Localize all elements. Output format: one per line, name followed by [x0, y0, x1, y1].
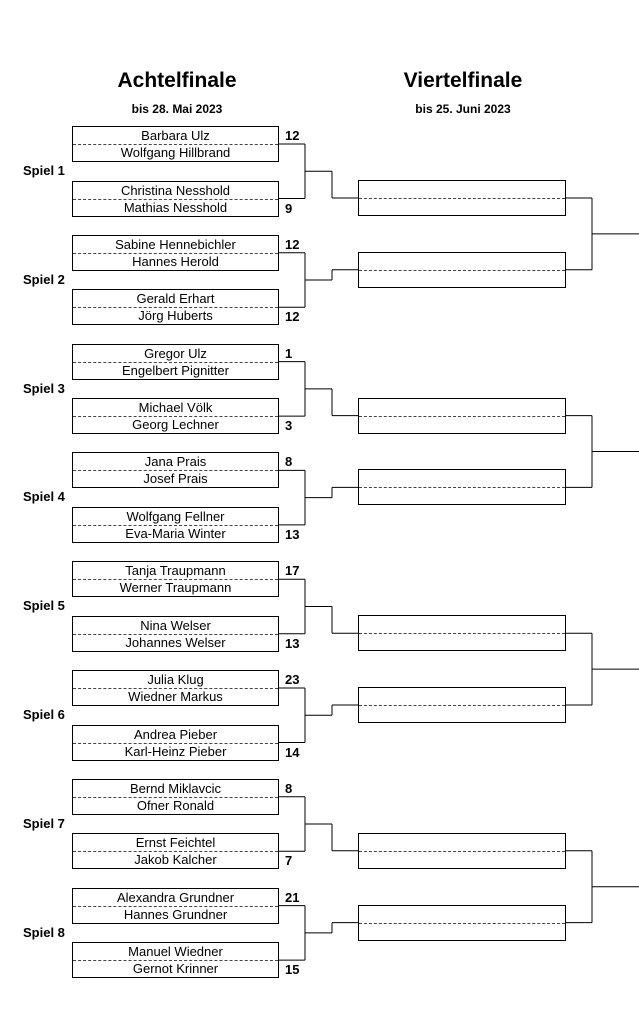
score: 13: [285, 526, 300, 542]
score: 8: [285, 454, 293, 470]
score: 1: [285, 345, 293, 361]
match-label: Spiel 1: [23, 163, 65, 178]
score: 15: [285, 962, 300, 978]
score: 8: [285, 780, 293, 796]
player-name: Mathias Nesshold: [123, 199, 228, 215]
quarterfinal-title: Viertelfinale: [403, 69, 523, 92]
quarterfinal-slot: [358, 469, 566, 506]
score: 12: [285, 128, 300, 143]
player-name: Alexandra Grundner: [73, 889, 278, 907]
score: 21: [285, 889, 300, 905]
quarterfinal-deadline: bis 25. Juni 2023: [415, 102, 511, 116]
player-name: Johannes Welser: [125, 634, 226, 650]
slot-divider: [359, 198, 565, 199]
score: 12: [285, 309, 300, 325]
quarterfinal-slot: [358, 251, 566, 288]
player-name: Hannes Grundner: [123, 906, 228, 922]
player-name: Sabine Hennebichler: [73, 236, 278, 254]
score: 13: [285, 635, 300, 651]
player-name: Eva-Maria Winter: [125, 525, 226, 541]
player-name: Wiedner Markus: [128, 689, 223, 704]
score: 9: [285, 200, 293, 216]
match-label: Spiel 4: [23, 489, 65, 505]
player-name: Engelbert Pignitter: [122, 362, 229, 378]
quarterfinal-slot: [358, 180, 566, 216]
player-name: Werner Traupmann: [119, 580, 232, 596]
player-name: Barbara Ulz: [73, 127, 278, 145]
round-of-16-deadline: bis 28. Mai 2023: [131, 102, 223, 116]
player-name: Bernd Miklavcic: [73, 780, 278, 798]
score: 17: [285, 563, 300, 579]
player-name: Karl-Heinz Pieber: [124, 743, 227, 759]
slot-divider: [359, 705, 565, 706]
player-name: Jakob Kalcher: [134, 852, 217, 868]
quarterfinal-slot: [358, 397, 566, 434]
score: 14: [285, 744, 300, 760]
match-label: Spiel 8: [23, 924, 65, 940]
player-name: Georg Lechner: [132, 417, 219, 433]
quarterfinal-slot: [358, 687, 566, 723]
player-name: Josef Prais: [143, 471, 208, 487]
score: 7: [285, 853, 293, 869]
match-label: Spiel 3: [23, 380, 65, 396]
player-name: Jana Prais: [73, 453, 278, 472]
player-name: Michael Völk: [73, 399, 278, 418]
match-label: Spiel 5: [23, 598, 65, 614]
match-label: Spiel 2: [23, 271, 65, 287]
player-name: Tanja Traupmann: [73, 562, 278, 581]
score: 12: [285, 236, 300, 252]
player-name: Gerald Erhart: [73, 290, 278, 309]
player-name: Ofner Ronald: [136, 797, 215, 813]
match-label: Spiel 6: [23, 707, 65, 722]
quarterfinal-slot: [358, 904, 566, 941]
slot-divider: [359, 487, 565, 489]
player-name: Julia Klug: [73, 671, 278, 689]
quarterfinal-slot: [358, 615, 566, 652]
player-name: Christina Nesshold: [73, 182, 278, 200]
player-name: Jörg Huberts: [138, 308, 213, 324]
score: 3: [285, 418, 293, 434]
player-name: Wolfgang Fellner: [73, 508, 278, 526]
slot-divider: [359, 850, 565, 852]
player-name: Gernot Krinner: [132, 961, 219, 977]
player-name: Ernst Feichtel: [73, 834, 278, 853]
slot-divider: [359, 269, 565, 271]
score: 23: [285, 672, 300, 687]
player-name: Wolfgang Hillbrand: [120, 145, 231, 160]
round-of-16-title: Achtelfinale: [117, 69, 237, 92]
player-name: Gregor Ulz: [73, 345, 278, 363]
quarterfinal-slot: [358, 832, 566, 869]
player-name: Andrea Pieber: [73, 726, 278, 744]
player-name: Hannes Herold: [132, 253, 219, 269]
player-name: Manuel Wiedner: [73, 943, 278, 962]
slot-divider: [359, 922, 565, 924]
slot-divider: [359, 633, 565, 635]
player-name: Nina Welser: [73, 617, 278, 635]
slot-divider: [359, 415, 565, 417]
match-label: Spiel 7: [23, 815, 65, 831]
